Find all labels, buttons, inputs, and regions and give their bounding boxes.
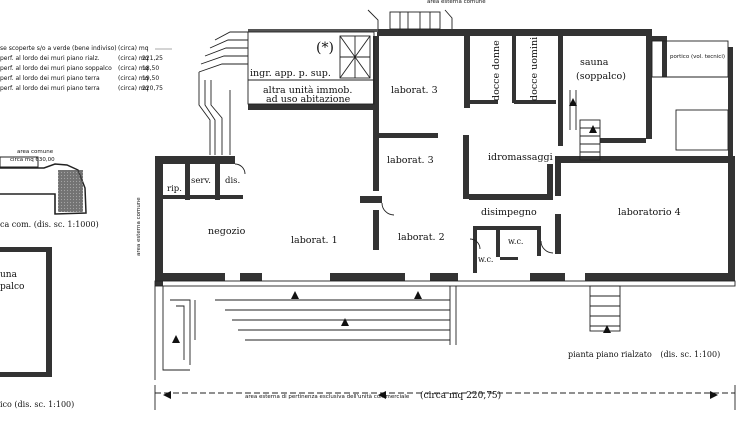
- room-rip: rip.: [167, 184, 182, 194]
- caption-area-esterna: area esterna di pertinenza esclusiva del…: [245, 394, 410, 400]
- legend-row-3: perf. al lordo dei muri piano soppalco (…: [0, 65, 160, 72]
- left-sauna-walls: [0, 247, 52, 377]
- room-dis: dis.: [225, 176, 241, 186]
- side-area-label: area esterna comune: [136, 197, 142, 256]
- legend-row-4: perf. al lordo dei muri piano terra (cir…: [0, 75, 160, 82]
- thin-lines: [154, 9, 736, 410]
- left-bottom-caption: ico (dis. sc. 1:100): [0, 400, 75, 409]
- room-altra-2: ad uso abitazione: [266, 94, 351, 105]
- room-laborat2: laborat. 2: [398, 232, 445, 243]
- room-wc-2: w.c.: [478, 255, 494, 264]
- room-idromassaggi: idromassaggi: [488, 152, 553, 163]
- asterisk-mark: (*): [316, 40, 334, 56]
- room-ingresso: ingr. app. p. sup.: [250, 68, 331, 79]
- caption-pianta: pianta piano rialzato (dis. sc. 1:100): [568, 350, 721, 359]
- left-sauna-text-1: una: [0, 270, 17, 280]
- site-inset-hatch: [58, 170, 83, 212]
- arrows: [163, 98, 718, 399]
- room-sauna: sauna: [580, 57, 609, 68]
- left-sauna-text-2: palco: [0, 282, 25, 292]
- room-laborat3-top: laborat. 3: [391, 85, 438, 96]
- room-negozio: negozio: [208, 226, 246, 237]
- inset-area-label: area comune: [17, 149, 54, 155]
- room-docce-uomini: docce uomini: [529, 36, 540, 101]
- room-laborat1: laborat. 1: [291, 235, 338, 246]
- room-laboratorio4: laboratorio 4: [618, 207, 681, 218]
- room-docce-donne: docce donne: [491, 40, 502, 101]
- room-soppalco: (soppalco): [576, 71, 626, 82]
- room-wc-1: w.c.: [508, 237, 524, 246]
- inset-caption: ca com. (dis. sc. 1:1000): [0, 220, 99, 229]
- top-area-label: area esterna comune: [427, 0, 486, 5]
- room-portico: portico (vol. tecnici): [670, 54, 726, 60]
- inset-area-value: circa mq 630,00: [10, 157, 55, 163]
- room-altra-1: altra unità immob.: [263, 85, 353, 96]
- room-laborat3-mid: laborat. 3: [387, 155, 434, 166]
- legend-row-1: se scoperte s/o a verde (bene indiviso) …: [0, 45, 149, 52]
- legend-row-5: perf. al lordo dei muri piano terra (cir…: [0, 85, 163, 92]
- caption-area-value: (circa mq 220,75): [420, 391, 502, 401]
- room-serv: serv.: [191, 176, 211, 186]
- room-disimpegno: disimpegno: [481, 207, 537, 218]
- walls: [155, 29, 735, 286]
- legend-row-2: perf. al lordo dei muri piano rialz. (ci…: [0, 55, 163, 62]
